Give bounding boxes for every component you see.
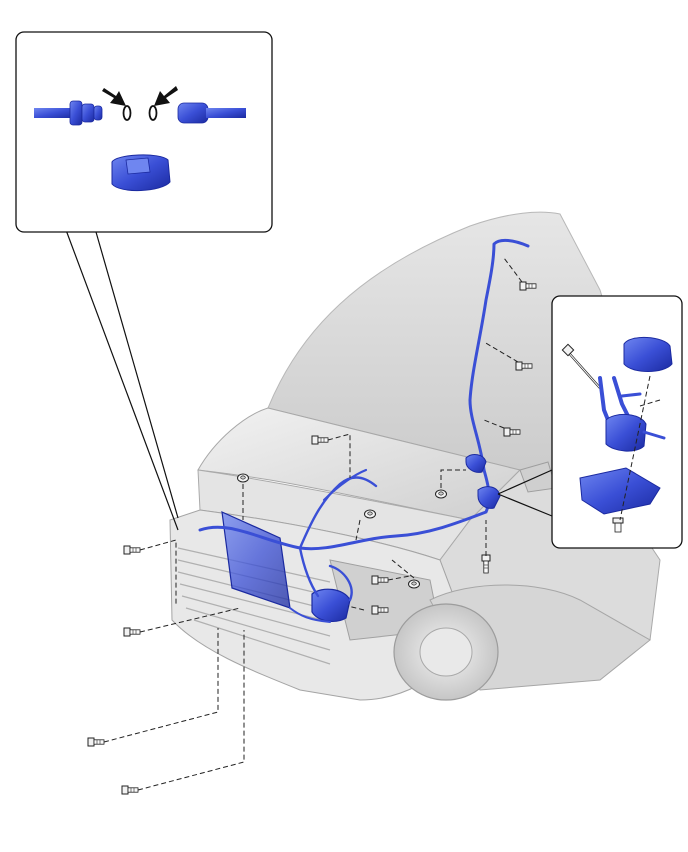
hose-end-left xyxy=(34,100,103,126)
small-bolt xyxy=(612,517,624,533)
washer-assembly xyxy=(198,238,530,623)
washer-hose-pump xyxy=(298,546,353,602)
washer-hose-branch xyxy=(322,468,368,502)
windshield xyxy=(267,211,641,501)
callout-leader xyxy=(65,229,179,531)
callout-box xyxy=(15,31,273,233)
callout-leader xyxy=(497,469,553,517)
washer-hose-rear xyxy=(468,238,530,472)
reservoir-cap xyxy=(623,337,673,372)
washer-hose-lower xyxy=(289,607,331,623)
o-ring-icon xyxy=(148,105,158,121)
hose-joint xyxy=(477,486,501,509)
wheel-hub xyxy=(419,627,473,677)
washer-pump xyxy=(311,588,351,622)
long-bolt xyxy=(561,343,601,389)
bracket xyxy=(579,467,661,515)
arrow-icon xyxy=(102,88,126,106)
vehicle-front xyxy=(169,211,661,701)
hose-joint xyxy=(465,454,487,473)
o-ring-icon xyxy=(122,105,132,121)
arrow-icon xyxy=(154,86,178,106)
callout-reservoir xyxy=(497,295,683,549)
washer-hose-left xyxy=(298,476,378,550)
callout-hose-connection xyxy=(15,31,273,531)
hose-end-right xyxy=(177,102,246,124)
clip-icon xyxy=(125,157,151,175)
fasteners xyxy=(87,257,537,795)
